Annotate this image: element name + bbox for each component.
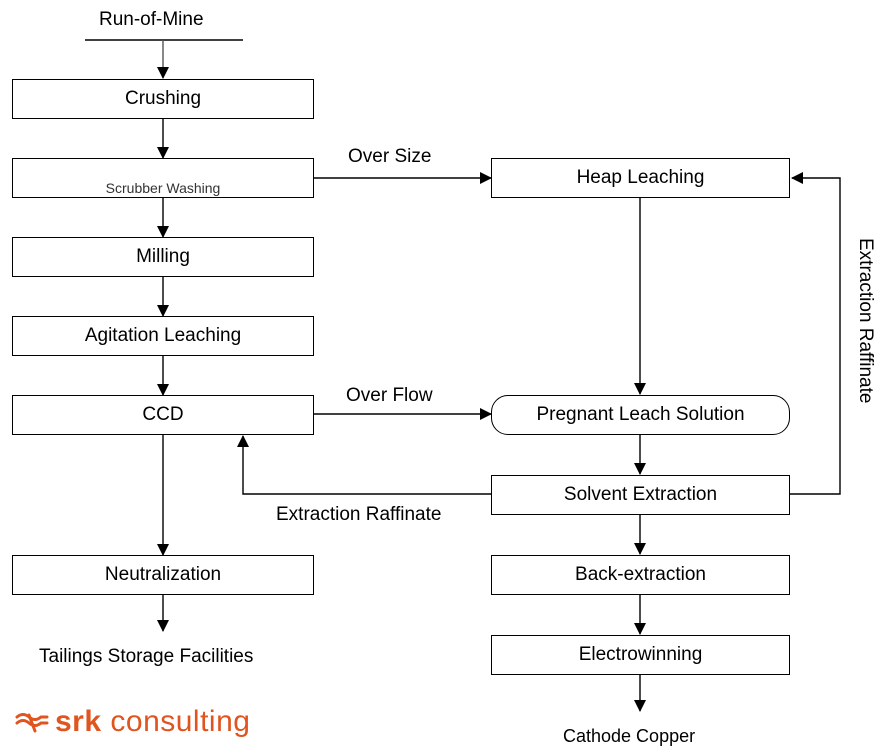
over-size-label: Over Size: [348, 146, 432, 167]
over-flow-label: Over Flow: [346, 385, 433, 406]
pls-box: Pregnant Leach Solution: [491, 395, 790, 435]
neutralization-box: Neutralization: [12, 555, 314, 595]
srk-logo: srk consulting: [15, 705, 251, 738]
start-label: Run-of-Mine: [99, 9, 204, 30]
ccd-box: CCD: [12, 395, 314, 435]
heap-box: Heap Leaching: [491, 158, 790, 198]
agitation-box: Agitation Leaching: [12, 316, 314, 356]
crushing-box: Crushing: [12, 79, 314, 119]
arrow-raffinate-heap: [790, 172, 841, 495]
srk-wave-icon: [15, 713, 49, 733]
raffinate-bottom-label: Extraction Raffinate: [276, 504, 442, 525]
milling-box: Milling: [12, 237, 314, 277]
scrubber-box: Scrubber Washing: [12, 158, 314, 198]
cathode-label: Cathode Copper: [563, 726, 696, 746]
arrow-raffinate-ccd: [237, 435, 491, 495]
logo-text: srk consulting: [55, 705, 251, 738]
raffinate-side-label: Extraction Raffinate: [855, 238, 875, 404]
solvent-box: Solvent Extraction: [491, 475, 790, 515]
tailings-label: Tailings Storage Facilities: [39, 646, 254, 667]
electrowinning-box: Electrowinning: [491, 635, 790, 675]
back-extraction-box: Back-extraction: [491, 555, 790, 595]
